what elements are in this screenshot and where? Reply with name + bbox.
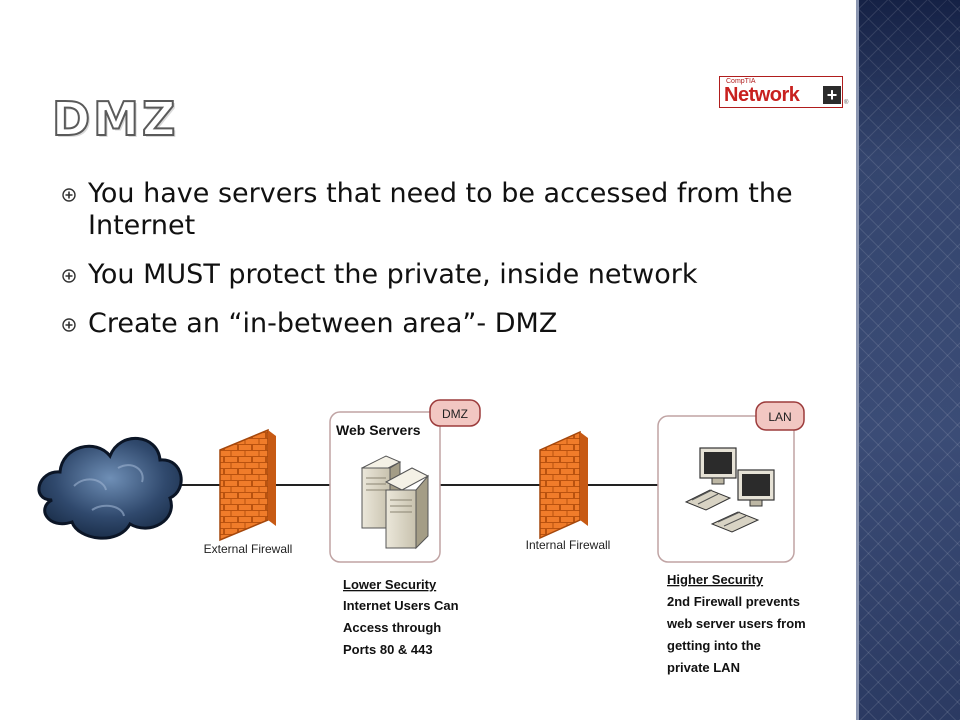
logo-plus-icon: +: [823, 86, 841, 104]
bullet-list: You have servers that need to be accesse…: [62, 178, 822, 357]
internal-firewall-icon: [539, 430, 588, 540]
lan-note-line: getting into the: [667, 638, 761, 653]
lan-note-line: 2nd Firewall prevents: [667, 594, 800, 609]
dmz-zone-tag: [429, 399, 481, 427]
logo-badge: CompTIA Network +: [719, 76, 843, 108]
bullet-item: You have servers that need to be accesse…: [62, 178, 822, 242]
circled-plus-icon: [62, 188, 76, 202]
logo-network-text: Network: [724, 84, 800, 106]
bullet-item: Create an “in-between area”- DMZ: [62, 308, 822, 340]
lan-note-line: web server users from: [666, 616, 806, 631]
dmz-note-heading: Lower Security: [343, 577, 437, 592]
internet-cloud-icon: [37, 437, 183, 540]
external-firewall-label: External Firewall: [204, 542, 293, 556]
side-decorative-band: [856, 0, 960, 720]
dmz-security-notes: Lower Security Internet Users Can Access…: [343, 577, 459, 657]
circled-plus-icon: [62, 269, 76, 283]
lan-zone-box: [657, 415, 795, 563]
dmz-zone-title: Web Servers: [336, 422, 421, 438]
external-firewall-icon: [219, 428, 276, 542]
lan-security-notes: Higher Security 2nd Firewall prevents we…: [666, 572, 806, 675]
dmz-network-diagram: External Firewall DMZ Web Servers Intern…: [37, 399, 806, 675]
internal-firewall-label: Internal Firewall: [526, 538, 611, 552]
circled-plus-icon: [62, 318, 76, 332]
lan-note-line: private LAN: [667, 660, 740, 675]
lan-note-heading: Higher Security: [667, 572, 764, 587]
network-plus-logo: CompTIA Network + ®: [719, 76, 851, 110]
lan-zone-tag: [755, 401, 805, 431]
lan-zone-tag-text: LAN: [768, 410, 791, 424]
logo-comptia-text: CompTIA: [726, 78, 756, 85]
dmz-zone-tag-text: DMZ: [442, 407, 468, 421]
bullet-text: You have servers that need to be accesse…: [88, 178, 793, 241]
logo-registered-mark: ®: [844, 100, 849, 106]
lan-workstations-icon: [684, 447, 775, 533]
dmz-note-line: Internet Users Can: [343, 598, 459, 613]
bullet-item: You MUST protect the private, inside net…: [62, 259, 822, 291]
bullet-text: You MUST protect the private, inside net…: [88, 259, 698, 290]
dmz-note-line: Access through: [343, 620, 441, 635]
side-band-edge: [856, 0, 859, 720]
slide-title: DMZ: [51, 91, 179, 147]
bullet-text: Create an “in-between area”- DMZ: [88, 308, 558, 339]
dmz-note-line: Ports 80 & 443: [343, 642, 433, 657]
web-servers-icon: [360, 455, 430, 550]
